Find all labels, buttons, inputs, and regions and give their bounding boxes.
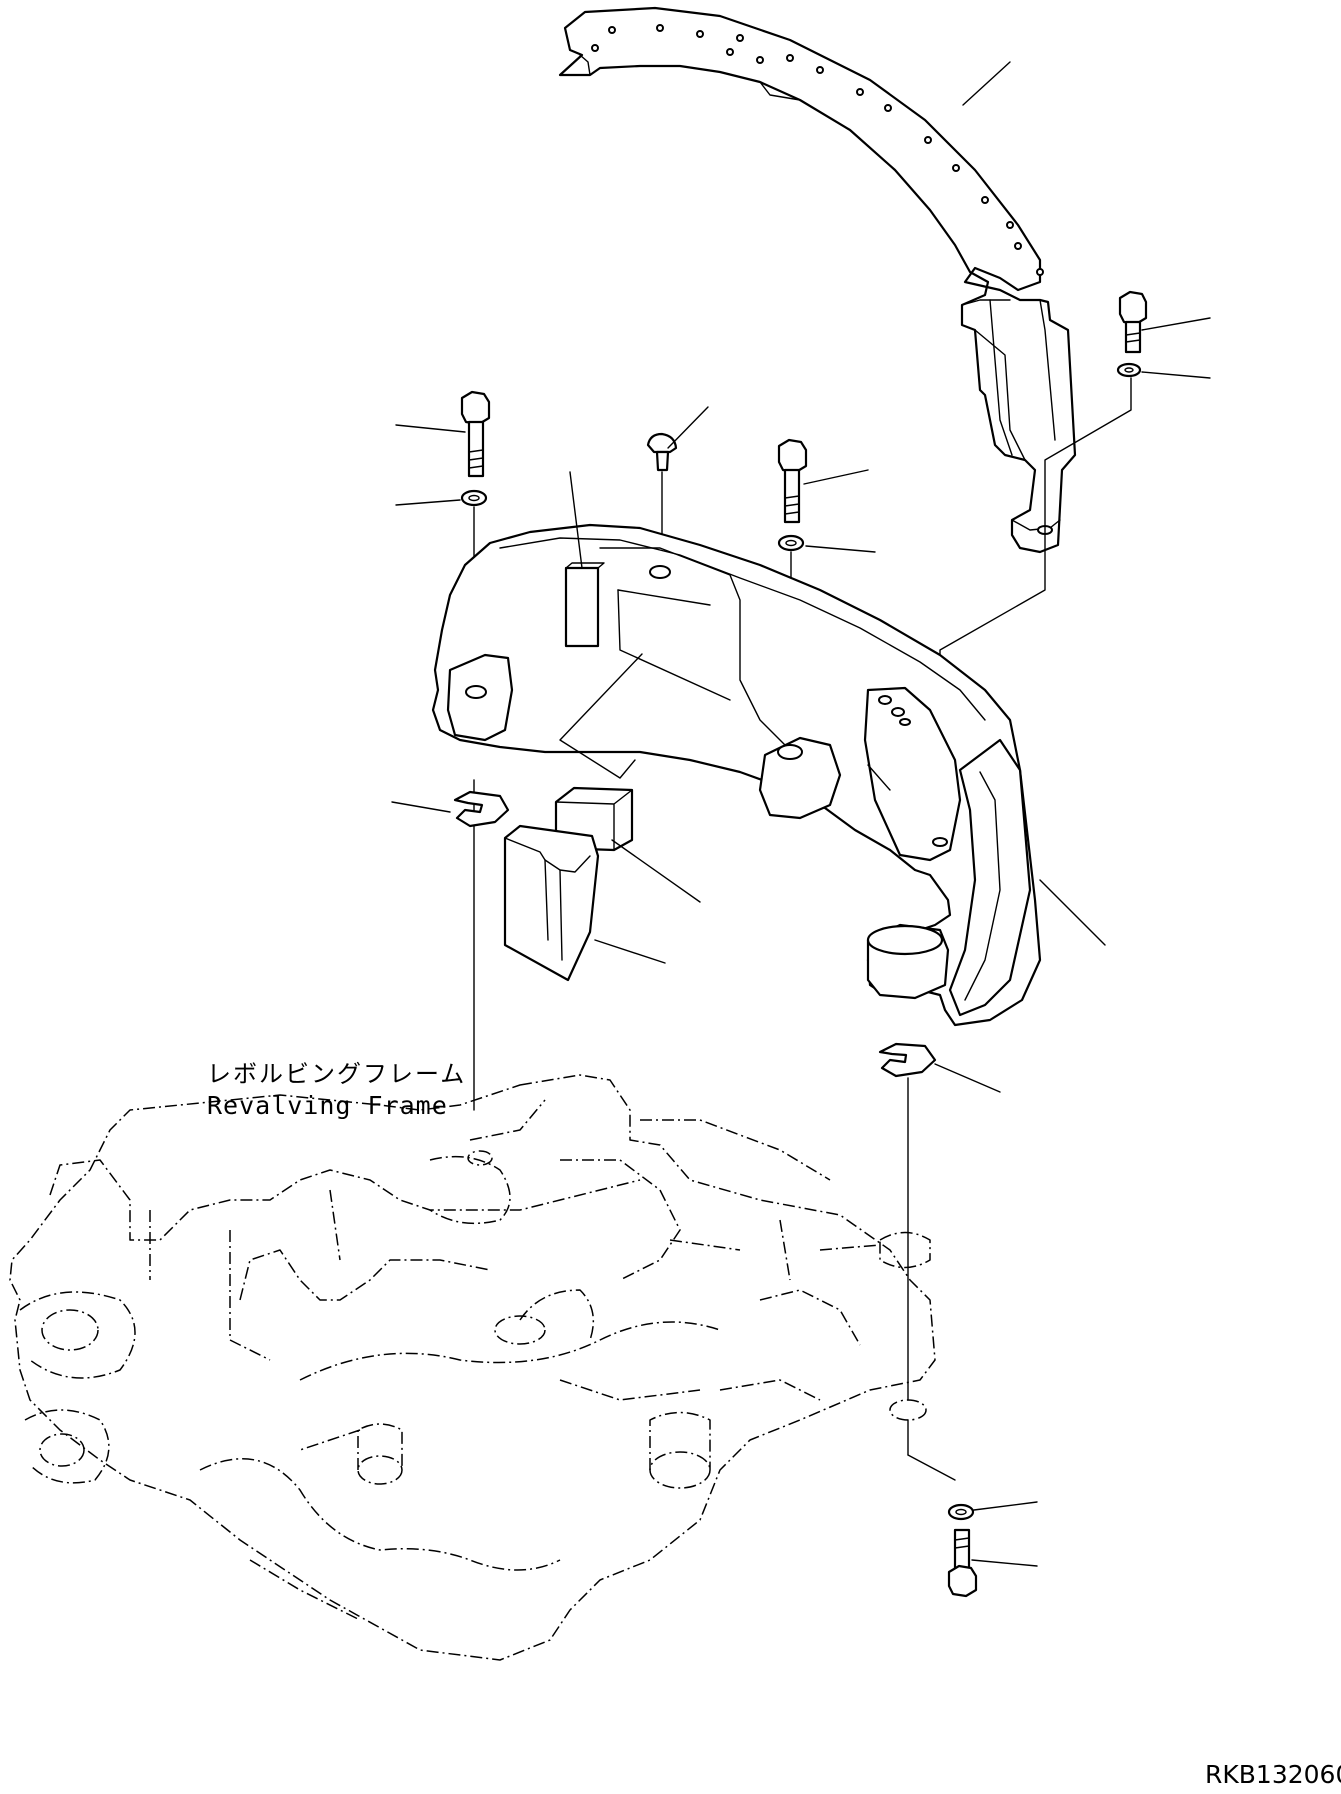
wedge-block[interactable] <box>503 824 600 982</box>
bolt-bottom[interactable] <box>947 1528 978 1598</box>
c-shim-left[interactable] <box>453 790 510 828</box>
revolving-frame-part[interactable] <box>9 1074 936 1661</box>
counterweight-part[interactable] <box>431 523 1042 1027</box>
washer-upper-right[interactable] <box>1116 362 1142 378</box>
c-shim-right[interactable] <box>878 1042 937 1078</box>
top-bracket-part[interactable] <box>558 6 1077 554</box>
washer-left[interactable] <box>460 489 488 507</box>
bolt-center[interactable] <box>777 438 808 524</box>
washer-center[interactable] <box>777 534 805 552</box>
washer-bottom[interactable] <box>947 1503 975 1521</box>
frame-label-jp: レボルビングフレーム <box>207 1060 466 1088</box>
bolt-left[interactable] <box>460 390 491 478</box>
frame-label-en: Revalving Frame <box>207 1091 448 1120</box>
screw-center[interactable] <box>646 432 678 472</box>
bolt-upper-right[interactable] <box>1118 290 1148 354</box>
drawing-code: RKB132060 <box>1205 1760 1341 1789</box>
